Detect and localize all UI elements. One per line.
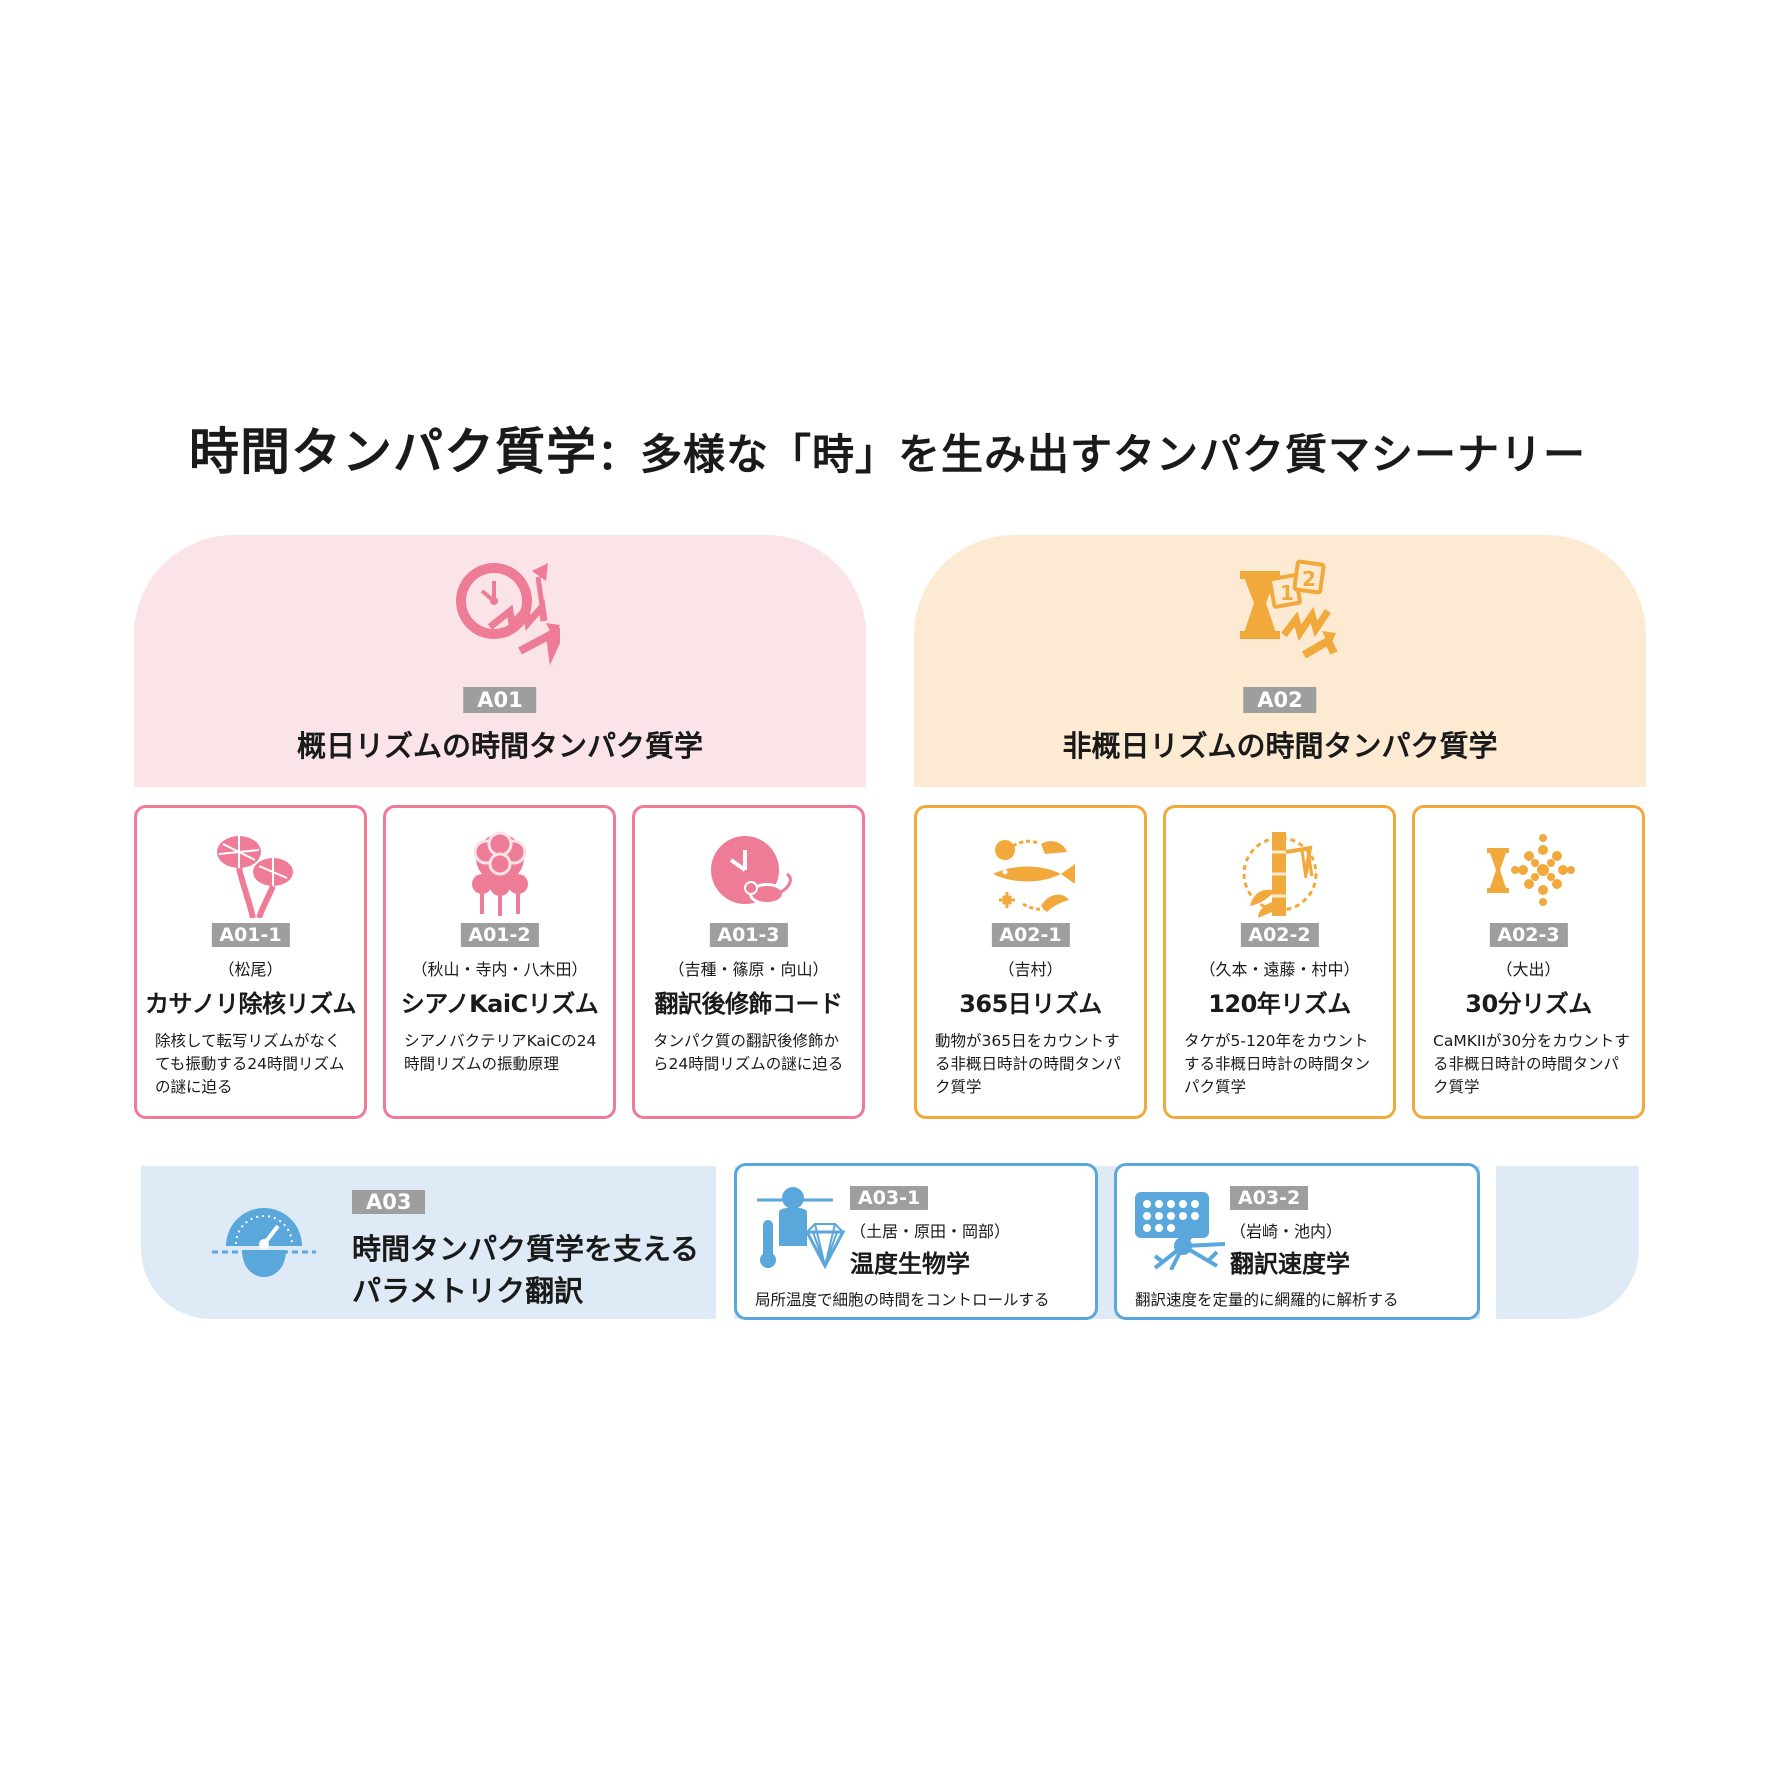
support-title: 時間タンパク質学を支える パラメトリク翻訳 <box>352 1228 699 1312</box>
project-tag: A02-3 <box>1489 923 1568 947</box>
project-name: 翻訳後修飾コード <box>654 990 844 1018</box>
support-title-line1: 時間タンパク質学を支える <box>352 1232 700 1266</box>
title-subtitle: 多様な「時」を生み出すタンパク質マシーナリー <box>640 430 1587 479</box>
project-description: タンパク質の翻訳後修飾から24時間リズムの謎に迫る <box>653 1032 844 1073</box>
project-investigators: （岩崎・池内） <box>1230 1222 1343 1241</box>
project-card-a03-1: A03-1 （土居・原田・岡部） 温度生物学 局所温度で細胞の時間をコントロール… <box>734 1163 1098 1320</box>
camkii-hourglass-icon <box>1487 834 1575 906</box>
title-main: 時間タンパク質学 <box>188 423 597 481</box>
project-description: CaMKIIが30分をカウントする非概日時計の時間タンパク質学 <box>1433 1032 1630 1096</box>
project-name: シアノKaiCリズム <box>400 990 599 1018</box>
project-tag: A03-2 <box>1230 1186 1309 1210</box>
project-description: 翻訳速度を定量的に網羅的に解析する <box>1135 1291 1399 1309</box>
page-title: 時間タンパク質学：多様な「時」を生み出すタンパク質マシーナリー <box>0 412 1775 484</box>
group-a02-panel: 1 2 A02 非概日リズムの時間タンパク質学 <box>914 535 1646 787</box>
acetabularia-icon <box>217 836 293 918</box>
project-description: タケが5-120年をカウントする非概日時計の時間タンパク質学 <box>1184 1032 1371 1096</box>
project-investigators: （吉種・篠原・向山） <box>668 960 829 979</box>
project-card-a01-2: A01-2 （秋山・寺内・八木田） シアノKaiCリズム シアノバクテリアKai… <box>383 805 616 1119</box>
project-tag: A02-2 <box>1240 923 1319 947</box>
project-investigators: （土居・原田・岡部） <box>850 1222 1011 1241</box>
hourglass-calendar-icon: 1 2 <box>1240 559 1338 659</box>
project-tag: A01-3 <box>709 923 788 947</box>
project-name: 365日リズム <box>959 990 1102 1018</box>
project-card-a02-1: A02-1 （吉村） 365日リズム 動物が365日をカウントする非概日時計の時… <box>914 805 1147 1119</box>
project-description: 局所温度で細胞の時間をコントロールする <box>755 1291 1050 1309</box>
project-card-a02-2: A02-2 （久本・遠藤・村中） 120年リズム タケが5-120年をカウントす… <box>1163 805 1396 1119</box>
project-description: 除核して転写リズムがなくても振動する24時間リズムの謎に迫る <box>155 1032 345 1096</box>
clock-mouse-icon <box>711 836 792 905</box>
project-card-a01-1: A01-1 （松尾） カサノリ除核リズム 除核して転写リズムがなくても振動する2… <box>134 805 367 1119</box>
project-investigators: （松尾） <box>218 960 283 979</box>
project-tag: A01-1 <box>211 923 290 947</box>
band-gap <box>716 1166 734 1319</box>
support-tag: A03 <box>352 1190 426 1214</box>
project-name: 120年リズム <box>1208 990 1351 1018</box>
group-title: 非概日リズムの時間タンパク質学 <box>1062 729 1498 763</box>
seasonal-fish-icon <box>993 839 1075 912</box>
project-name: 30分リズム <box>1465 990 1592 1018</box>
bamboo-icon <box>1242 832 1318 918</box>
kaic-protein-icon <box>472 831 528 916</box>
project-investigators: （大出） <box>1496 960 1561 979</box>
svg-text:1: 1 <box>1280 581 1294 605</box>
group-title: 概日リズムの時間タンパク質学 <box>296 729 703 763</box>
project-card-a03-2: A03-2 （岩崎・池内） 翻訳速度学 翻訳速度を定量的に網羅的に解析する <box>1114 1163 1480 1320</box>
project-investigators: （秋山・寺内・八木田） <box>411 960 588 979</box>
group-tag: A01 <box>463 687 537 713</box>
svg-text:2: 2 <box>1302 567 1316 591</box>
project-card-a02-3: A02-3 （大出） 30分リズム CaMKIIが30分をカウントする非概日時計… <box>1412 805 1645 1119</box>
title-separator: ： <box>596 430 640 479</box>
group-tag: A02 <box>1243 687 1317 713</box>
band-gap <box>1480 1166 1496 1319</box>
project-name: 翻訳速度学 <box>1230 1250 1350 1278</box>
project-description: 動物が365日をカウントする非概日時計の時間タンパク質学 <box>935 1032 1122 1096</box>
project-name: 温度生物学 <box>850 1250 970 1278</box>
project-investigators: （吉村） <box>998 960 1063 979</box>
support-title-line2: パラメトリク翻訳 <box>352 1274 584 1308</box>
project-tag: A01-2 <box>460 923 539 947</box>
project-description: シアノバクテリアKaiCの24時間リズムの振動原理 <box>404 1032 597 1073</box>
project-name: カサノリ除核リズム <box>144 990 357 1018</box>
thermo-diamond-icon <box>757 1187 846 1270</box>
project-tag: A03-1 <box>850 1186 929 1210</box>
clock-spring-icon <box>456 563 560 665</box>
gauge-icon <box>212 1208 316 1277</box>
plate-neuron-icon <box>1135 1192 1226 1270</box>
group-a01-panel: A01 概日リズムの時間タンパク質学 <box>134 535 866 787</box>
project-investigators: （久本・遠藤・村中） <box>1199 960 1360 979</box>
project-tag: A02-1 <box>991 923 1070 947</box>
project-card-a01-3: A01-3 （吉種・篠原・向山） 翻訳後修飾コード タンパク質の翻訳後修飾から2… <box>632 805 865 1119</box>
